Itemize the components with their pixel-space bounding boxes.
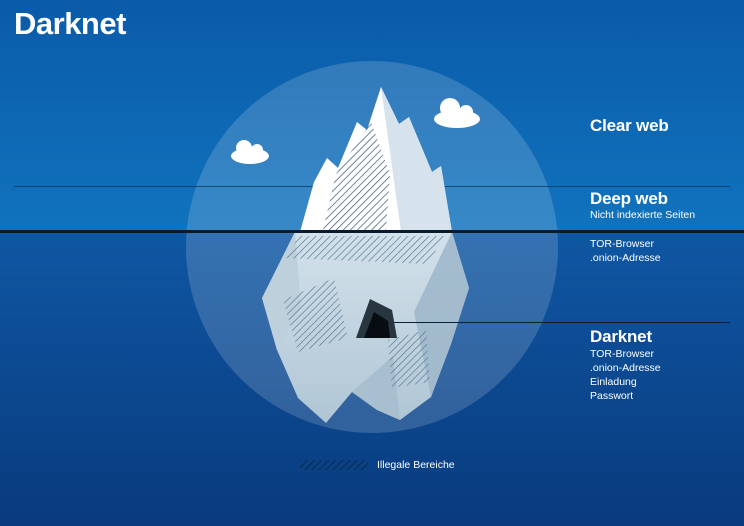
deep-web-detail-list: TOR-Browser .onion-Adresse: [590, 237, 661, 265]
cloud-icon: [434, 98, 480, 128]
waterline: [0, 230, 744, 233]
illegal-area-hatch: [283, 278, 348, 352]
list-item: .onion-Adresse: [590, 252, 661, 264]
list-item: TOR-Browser: [590, 238, 654, 250]
darknet-detail-list: TOR-Browser .onion-Adresse Einladung Pas…: [590, 347, 661, 403]
cave-icon: [356, 299, 397, 338]
legend: Illegale Bereiche: [300, 459, 455, 471]
list-item: Einladung: [590, 376, 637, 388]
legend-swatch-hatch-icon: [300, 460, 368, 470]
list-item: Passwort: [590, 390, 634, 402]
legend-label: Illegale Bereiche: [377, 459, 455, 471]
illegal-area-hatch: [388, 330, 430, 388]
label-deep-web: Deep web: [590, 189, 668, 208]
illegal-area-hatch: [323, 122, 390, 230]
list-item: .onion-Adresse: [590, 362, 661, 374]
page-title: Darknet: [14, 6, 126, 41]
list-item: TOR-Browser: [590, 348, 654, 360]
label-clear-web: Clear web: [590, 116, 669, 135]
label-darknet: Darknet: [590, 327, 652, 346]
cloud-icon: [231, 140, 269, 164]
illegal-area-hatch: [286, 236, 444, 264]
iceberg-tip: [300, 87, 452, 232]
label-deep-web-subtitle: Nicht indexierte Seiten: [590, 209, 696, 221]
